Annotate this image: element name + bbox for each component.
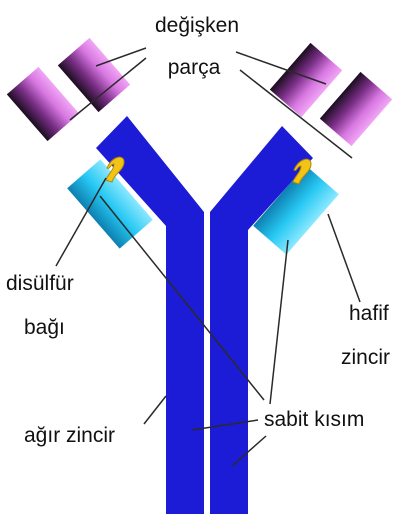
leader-heavy-chain bbox=[144, 396, 166, 424]
label-constant-region: sabit kısım bbox=[264, 408, 364, 431]
label-light-chain-line2: zincir bbox=[341, 346, 390, 369]
leader-constant-2 bbox=[270, 240, 288, 404]
label-heavy-chain: ağır zincir bbox=[24, 424, 115, 447]
label-variable-region-line1: değişken bbox=[155, 14, 239, 37]
leader-lines bbox=[56, 48, 360, 466]
label-disulfide-line2: bağı bbox=[24, 316, 65, 339]
variable-region-left-outer bbox=[7, 67, 79, 141]
leader-light-chain bbox=[328, 214, 360, 302]
label-light-chain-line1: hafif bbox=[349, 302, 389, 325]
label-variable-region-line2: parça bbox=[168, 56, 221, 79]
label-disulfide-line1: disülfür bbox=[6, 272, 74, 295]
